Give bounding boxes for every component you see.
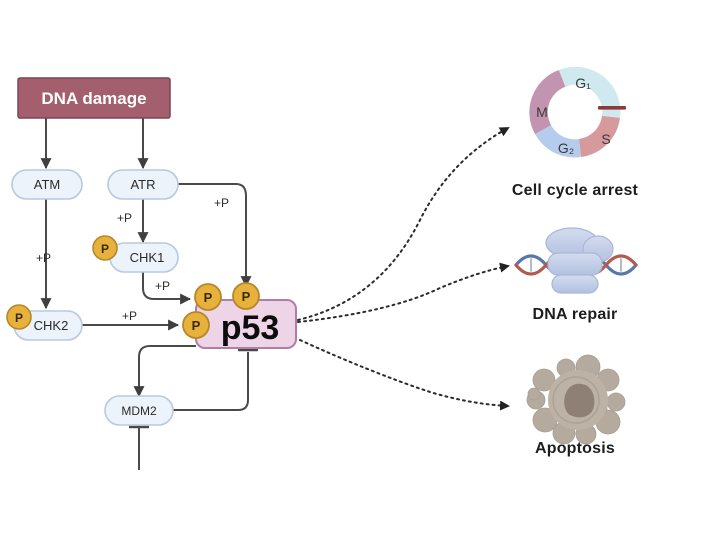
mdm2-label: MDM2 (121, 404, 157, 418)
chk2-node[interactable]: CHK2 P (6, 304, 83, 341)
edge-p53-to-dna-repair (297, 262, 510, 323)
outcome-label-apoptosis: Apoptosis (534, 440, 616, 457)
apoptotic-cell-icon (526, 354, 626, 445)
atr-pill[interactable] (107, 169, 179, 200)
cell-cycle-phase-g1 (558, 66, 621, 118)
atr-node[interactable]: ATR (107, 169, 179, 200)
cell-cycle-phase-m (529, 70, 566, 134)
edge-atr-to-p53 (172, 183, 252, 288)
cell-cycle-arrow-s (602, 116, 620, 131)
outcome-label-dna-repair: DNA repair (532, 306, 618, 323)
dna-damage-box[interactable] (17, 77, 171, 119)
mdm2-node[interactable]: MDM2 (104, 395, 174, 426)
apoptotic-nucleus (564, 383, 595, 418)
phospho-circle (232, 282, 260, 310)
edge-p53-to-cell-cycle-arrest (297, 127, 510, 321)
edge-mdm2-inhibits-p53 (172, 352, 249, 411)
edge-chk1-to-p53 (142, 272, 192, 305)
solid-connectors (40, 118, 258, 470)
cell-cycle-phase-label-s: S (601, 131, 610, 147)
outcome-label-cell-cycle-arrest: Cell cycle arrest (511, 182, 639, 199)
cell-cycle-arrow-m (533, 116, 551, 134)
apoptotic-blebs (526, 354, 626, 445)
mdm2-pill[interactable] (104, 395, 174, 426)
phospho-circle (6, 304, 32, 330)
cell-cycle-ring-icon: G₁ S G₂ M (529, 66, 626, 158)
phospho-circle (182, 311, 210, 339)
p53-node[interactable]: p53 P P P (182, 282, 297, 349)
phospho-label: P (101, 242, 109, 256)
repair-protein-complex (545, 227, 614, 294)
dna-damage-node[interactable]: DNA damage (17, 77, 171, 119)
cell-cycle-phase-label-g2: G₂ (558, 140, 574, 156)
atm-pill[interactable] (11, 169, 83, 200)
edge-label-atr-to-chk1: +P (117, 211, 132, 225)
edge-label-chk1-to-p53: +P (155, 279, 170, 293)
atm-node[interactable]: ATM (11, 169, 83, 200)
cell-cycle-phase-label-m: M (536, 104, 548, 120)
dotted-output-connectors (297, 127, 510, 411)
dna-damage-label: DNA damage (41, 89, 146, 108)
apoptotic-cell-ring (552, 376, 600, 424)
phospho-label: P (204, 290, 213, 305)
phospho-circle (194, 283, 222, 311)
cell-cycle-phase-label-g1: G₁ (575, 75, 591, 91)
edge-p53-to-apoptosis (299, 339, 510, 411)
edge-label-atm-to-chk2: +P (36, 251, 51, 265)
cell-cycle-arrest-bar (598, 106, 626, 110)
phospho-badge-p53-atrsite: P (232, 282, 260, 310)
phospho-circle (92, 235, 118, 261)
phospho-label: P (192, 318, 201, 333)
phospho-badge-p53-chk1site: P (194, 283, 222, 311)
edge-p53-to-mdm2 (133, 345, 196, 398)
phospho-badge-p53-chk2site: P (182, 311, 210, 339)
edge-label-atr-to-p53: +P (214, 196, 229, 210)
cell-cycle-phase-g2 (535, 125, 581, 158)
phospho-label: P (15, 311, 23, 325)
atm-label: ATM (34, 177, 60, 192)
edge-label-group: +P +P +P +P +P (36, 196, 229, 323)
atr-label: ATR (130, 177, 155, 192)
chk2-label: CHK2 (34, 318, 69, 333)
edge-label-chk2-to-p53: +P (122, 309, 137, 323)
dna-repair-complex-icon (514, 227, 638, 294)
chk1-node[interactable]: CHK1 P (92, 235, 179, 273)
p53-label: p53 (221, 309, 280, 347)
phospho-badge-chk2: P (6, 304, 32, 330)
chk1-label: CHK1 (130, 250, 165, 265)
phospho-badge-chk1: P (92, 235, 118, 261)
phospho-label: P (242, 289, 251, 304)
